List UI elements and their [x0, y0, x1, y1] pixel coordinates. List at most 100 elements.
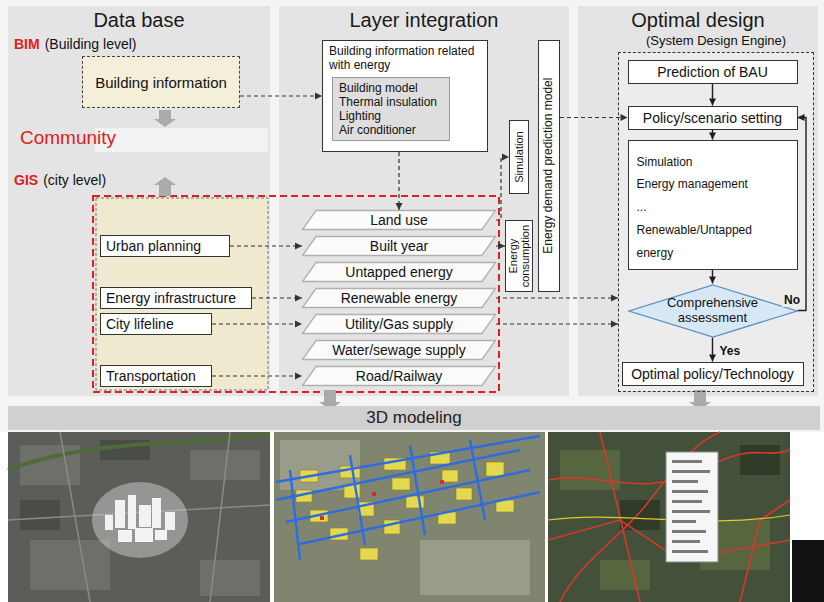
gis-layer-box: Transportation: [100, 365, 212, 387]
block-arrow: [154, 177, 176, 196]
panel-fill: [8, 6, 270, 396]
connector: [709, 338, 716, 362]
building-model: [115, 500, 125, 528]
connector: [709, 84, 716, 106]
building-model: [165, 512, 175, 530]
box-text: Building information: [95, 74, 227, 91]
band-outline: [303, 315, 496, 334]
connector: [709, 270, 716, 284]
connector-line: [496, 323, 618, 324]
label-row: GIS (city level): [14, 172, 106, 188]
city-map: [548, 432, 824, 602]
arrow-head: [315, 93, 322, 100]
building-polygon: [392, 478, 410, 490]
layer-band: Built year: [302, 236, 496, 256]
edge-label: No: [782, 293, 802, 307]
connector-line: [230, 245, 302, 246]
connector: [496, 243, 505, 250]
band-title: 3D modeling: [366, 408, 461, 428]
label-row: Community: [20, 127, 116, 149]
arrow-head: [502, 154, 509, 161]
layer-band: Water/sewage supply: [302, 340, 496, 360]
engine-frame: (System Design Engine)Prediction of BAUP…: [618, 52, 814, 392]
engine-fill: [618, 52, 814, 392]
building-model: [139, 505, 151, 527]
photo-patch: [30, 540, 110, 590]
column-panel: Optimal design (System Design Engine)Pred…: [578, 6, 818, 396]
map-patch: [420, 540, 530, 595]
column-panel: Layer integrationBuilding information re…: [279, 6, 569, 396]
diamond-outline: [629, 285, 797, 337]
connector-line: [212, 375, 302, 376]
box-line: Renewable/Untapped energy: [637, 219, 789, 265]
popup-line: [672, 500, 702, 503]
column-title: Optimal design: [578, 6, 818, 32]
decision-text: Comprehensive assessment: [657, 296, 769, 326]
building-polygon: [486, 462, 504, 476]
level-label: (city level): [43, 172, 106, 188]
panel-fill: [578, 6, 818, 396]
list-item: Lighting: [339, 109, 443, 123]
river: [8, 434, 270, 470]
connector: [230, 243, 302, 250]
column-panel: Data baseBuilding informationUrban plann…: [8, 6, 270, 396]
list-item: Thermal insulation: [339, 95, 443, 109]
arrow-head: [498, 243, 505, 250]
band-outline: [303, 367, 496, 386]
map-ground: [274, 432, 545, 602]
building-box: Building information: [82, 56, 240, 108]
panel-fill: [279, 6, 569, 396]
network-lines: [548, 432, 790, 602]
level-label: BIM: [14, 36, 40, 52]
building-model: [135, 528, 153, 542]
road: [60, 432, 90, 602]
map-patch: [620, 500, 660, 530]
connector: [496, 321, 618, 328]
popup-line: [672, 470, 710, 473]
popup-line: [672, 550, 708, 553]
popup-lines: [672, 460, 710, 553]
model-box: Energy demand prediction model: [538, 40, 560, 292]
column-title: Data base: [8, 6, 270, 32]
map-point: [440, 480, 444, 484]
energy-info-box: Building information related with energy…: [322, 40, 488, 152]
arrow-head: [709, 277, 716, 284]
arrow-head: [709, 355, 716, 362]
connector: [240, 93, 322, 100]
pipe-lines: [276, 436, 540, 560]
map-patch: [560, 450, 620, 490]
arrow-head: [709, 99, 716, 106]
map-ground: [548, 432, 790, 602]
box-line: ...: [637, 196, 789, 219]
band-outline: [303, 289, 496, 308]
band-outline: [303, 237, 496, 256]
arrow-head: [295, 373, 302, 380]
photo-patch: [200, 560, 260, 596]
popup-line: [672, 490, 708, 493]
arrow-head: [611, 321, 618, 328]
dark-corner: [792, 540, 824, 602]
band-text: Road/Railway: [356, 368, 442, 384]
band-text: Renewable energy: [341, 290, 458, 306]
label-row: BIM(Building level): [14, 36, 137, 52]
building-model: [118, 530, 132, 542]
connector-line: [398, 152, 399, 210]
band-outline: [303, 341, 496, 360]
building-model: [105, 515, 113, 530]
box-line: Energy management: [637, 173, 789, 196]
band-text: Water/sewage supply: [332, 342, 465, 358]
popup-line: [672, 510, 710, 513]
pipe-line: [290, 470, 300, 560]
layer-band: Renewable energy: [302, 288, 496, 308]
arrow-head: [295, 321, 302, 328]
band-text: Land use: [370, 212, 428, 228]
building-model: [128, 495, 136, 529]
pipe-line: [470, 440, 485, 520]
pipe-line: [276, 436, 540, 482]
popup-line: [672, 460, 702, 463]
popup-line: [672, 520, 696, 523]
connector: [396, 152, 403, 210]
arrow-head: [709, 133, 716, 140]
level-label: GIS: [14, 172, 38, 188]
list-item: Building model: [339, 81, 443, 95]
